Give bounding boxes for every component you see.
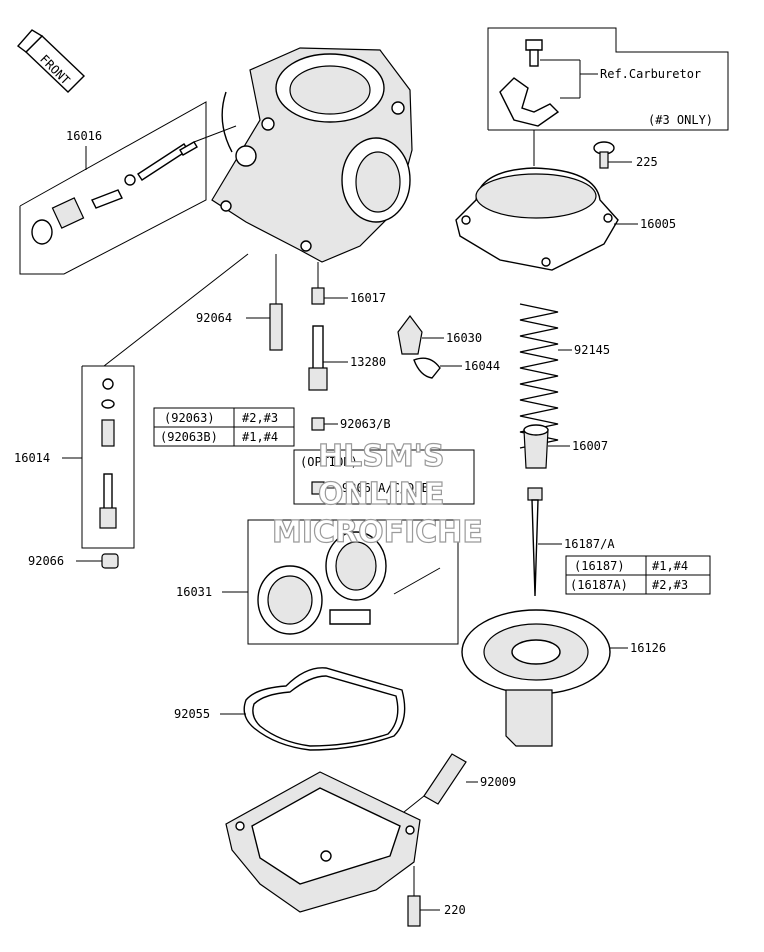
- table-16187: (16187) #1,#4 (16187A) #2,#3: [565, 555, 711, 595]
- part-92063b-label: 92063/B: [340, 417, 391, 431]
- part-16030-label: 16030: [446, 331, 482, 345]
- watermark: HLSM'S ONLINE MICROFICHE: [271, 438, 483, 550]
- part-92145-label: 92145: [574, 343, 610, 357]
- part-16031-group: 16031: [176, 519, 459, 645]
- table-92063: (92063) #2,#3 (92063B) #1,#4: [153, 407, 295, 447]
- option-box-part: 92063A/C/D/E: [342, 481, 429, 495]
- part-16017-label: 16017: [350, 291, 386, 305]
- front-arrow: FRONT: [16, 29, 86, 93]
- part-16126-group: 16126: [461, 609, 666, 747]
- part-225-label: 225: [636, 155, 658, 169]
- part-16044-label: 16044: [464, 359, 500, 373]
- part-220-group: 220: [407, 866, 466, 927]
- part-16187a-group: 16187/A: [527, 487, 615, 597]
- ref-carburetor-label: Ref.Carburetor: [600, 67, 701, 81]
- carburetor-body-drawing: [211, 47, 413, 263]
- part-16016-group: 16016: [19, 101, 237, 275]
- part-92063b-group: 92063/B: [311, 417, 391, 431]
- part-16007-label: 16007: [572, 439, 608, 453]
- table-16187-row1-part: (16187): [574, 559, 625, 573]
- table-16187-row2-models: #2,#3: [652, 578, 688, 592]
- part-16014-label: 16014: [14, 451, 50, 465]
- part-92009-group: 92009: [403, 753, 516, 813]
- part-13280-label: 13280: [350, 355, 386, 369]
- part-92064-group: 92064: [196, 254, 283, 351]
- part-16126-label: 16126: [630, 641, 666, 655]
- part-16031-label: 16031: [176, 585, 212, 599]
- float-bowl-drawing: [225, 771, 421, 913]
- part-92055-group: 92055: [174, 667, 406, 751]
- part-16044-group: 16044: [413, 357, 500, 379]
- part-16016-label: 16016: [66, 129, 102, 143]
- part-16005-label: 16005: [640, 217, 676, 231]
- part-92009-label: 92009: [480, 775, 516, 789]
- part-92055-label: 92055: [174, 707, 210, 721]
- table-92063-row1-models: #2,#3: [242, 411, 278, 425]
- watermark-line3: MICROFICHE: [272, 515, 483, 550]
- part-92145-group: 92145: [519, 303, 610, 449]
- table-92063-row1-part: (92063): [164, 411, 215, 425]
- part-92064-label: 92064: [196, 311, 232, 325]
- watermark-line2: ONLINE: [318, 477, 445, 512]
- part-220-label: 220: [444, 903, 466, 917]
- part-225-group: 225: [593, 141, 658, 169]
- part-16005-group: 16005: [455, 167, 676, 271]
- part-16017-group: 16017: [311, 262, 386, 305]
- table-16187-row1-models: #1,#4: [652, 559, 688, 573]
- part-16007-group: 16007: [523, 424, 608, 469]
- option-box: (OPTION) 92063A/C/D/E: [293, 449, 475, 505]
- part-16187a-label: 16187/A: [564, 537, 615, 551]
- ref-carburetor-box: Ref.Carburetor (#3 ONLY): [487, 27, 729, 166]
- part-13280-group: 13280: [308, 325, 386, 391]
- option-box-title: (OPTION): [300, 455, 358, 469]
- part-92066-group: 92066: [28, 553, 119, 569]
- ref-carburetor-note: (#3 ONLY): [648, 113, 713, 127]
- watermark-line1: HLSM'S: [318, 439, 444, 474]
- part-16030-group: 16030: [397, 315, 482, 355]
- part-92066-label: 92066: [28, 554, 64, 568]
- table-92063-row2-models: #1,#4: [242, 430, 278, 444]
- table-92063-row2-part: (92063B): [160, 430, 218, 444]
- part-16014-group: 16014: [14, 253, 249, 549]
- table-16187-row2-part: (16187A): [570, 578, 628, 592]
